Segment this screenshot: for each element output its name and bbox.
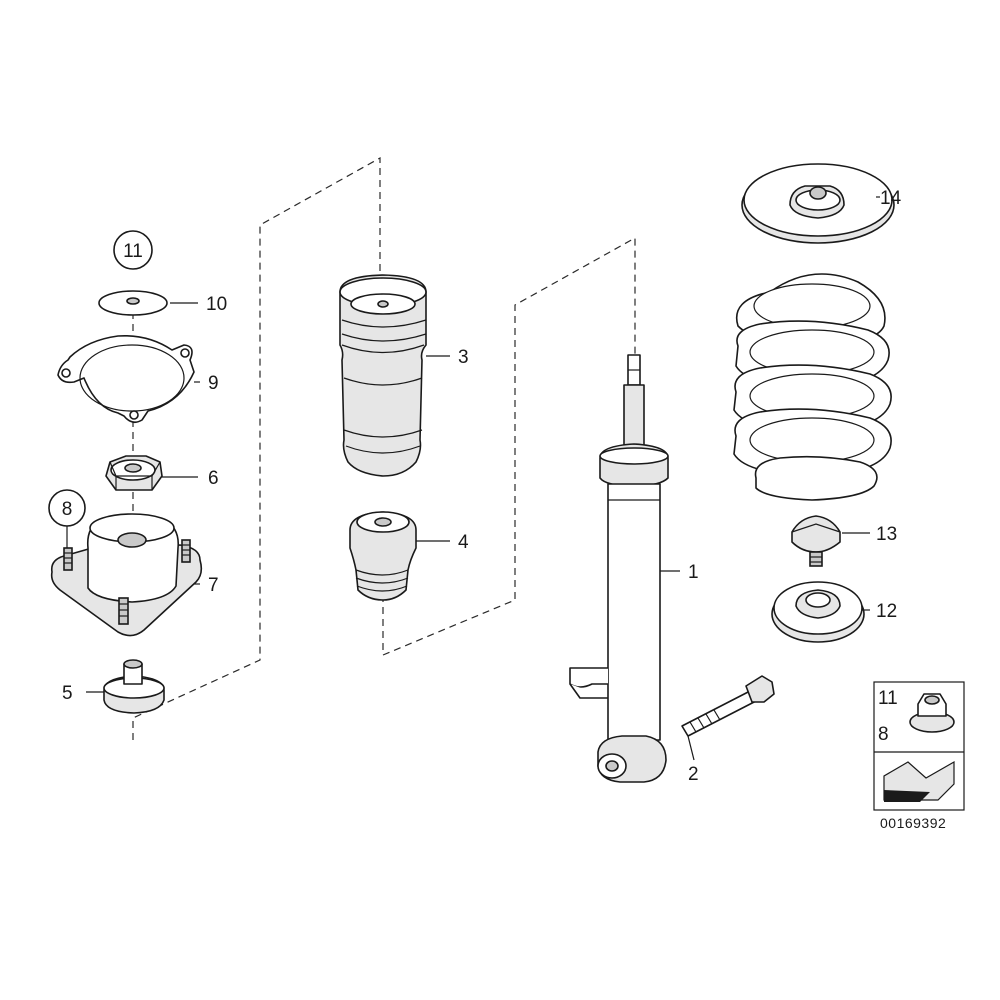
callout-14: 14: [880, 188, 902, 209]
circled-ref-11: 11: [113, 230, 153, 270]
part-9-gasket: [57, 334, 195, 424]
callout-labels: 10 9 6 7 5 3 4 1 2 14 13 12: [62, 188, 902, 785]
part-7-strut-mount: [50, 513, 203, 637]
diagram-number: 00169392: [880, 815, 946, 831]
part-13-bump-stop: [791, 515, 841, 567]
leader-lines: [86, 196, 880, 761]
legend-box: 11 8: [873, 681, 965, 811]
callout-2: 2: [688, 764, 699, 785]
legend-ref-11: 11: [878, 688, 898, 709]
callout-3: 3: [458, 347, 469, 368]
flange-nut-icon: [909, 693, 955, 733]
callout-1: 1: [688, 562, 699, 583]
legend-ref-8: 8: [878, 724, 889, 745]
circled-ref-8: 8: [48, 489, 86, 548]
part-4-bump-stop: [349, 511, 417, 601]
callout-6: 6: [208, 468, 219, 489]
callout-9: 9: [208, 373, 219, 394]
circled-ref-11-label: 11: [123, 241, 143, 262]
callout-7: 7: [208, 575, 219, 596]
circled-ref-8-label: 8: [62, 499, 73, 520]
part-1-shock-absorber: [569, 354, 669, 783]
callout-10: 10: [206, 294, 227, 315]
part-12-spring-seat: [771, 581, 865, 643]
callout-4: 4: [458, 532, 469, 553]
callout-5: 5: [62, 683, 73, 704]
part-2-bolt: [681, 675, 775, 737]
part-14-spring-seat: [741, 163, 895, 244]
callout-13: 13: [876, 524, 897, 545]
part-6-nut: [105, 455, 163, 491]
coil-spring: [733, 273, 892, 501]
part-10-washer: [98, 290, 168, 316]
arrow-icon: [883, 760, 955, 802]
part-5-mount: [103, 659, 165, 714]
callout-12: 12: [876, 601, 897, 622]
part-3-boot: [339, 274, 427, 477]
